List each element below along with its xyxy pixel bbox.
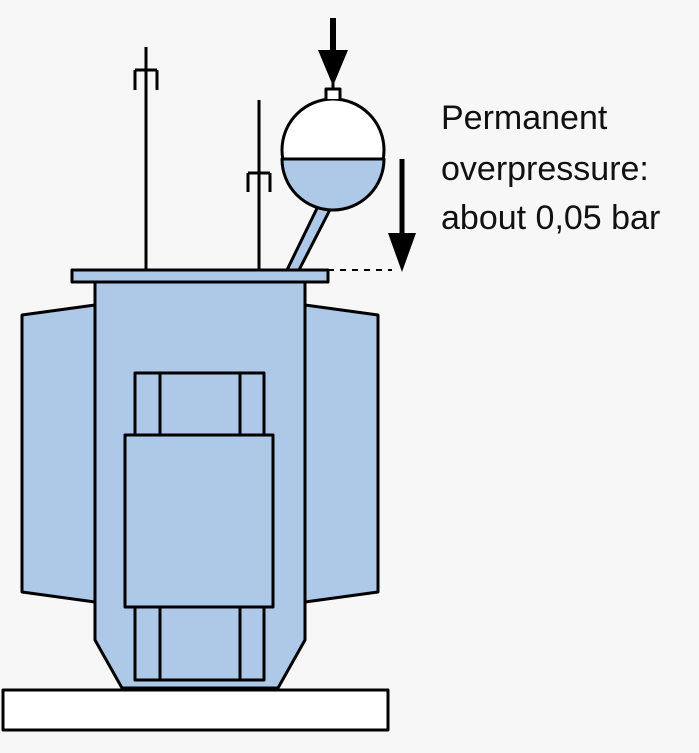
core-bottom-yoke bbox=[133, 605, 266, 682]
right-cooling-fin bbox=[303, 303, 380, 604]
core-top-yoke bbox=[133, 371, 266, 437]
vent-nipple bbox=[324, 87, 342, 99]
annotation-line-1: Permanent bbox=[441, 99, 608, 137]
annotation-line-3: about 0,05 bar bbox=[441, 199, 661, 237]
annotation-line-2: overpressure: bbox=[441, 150, 649, 188]
left-cooling-fin bbox=[20, 303, 97, 604]
conservator-oil bbox=[280, 157, 386, 212]
left-bushing bbox=[133, 47, 159, 270]
winding bbox=[123, 433, 275, 609]
base-plate bbox=[1, 688, 390, 732]
tank-cover bbox=[70, 268, 330, 284]
pressure-arrow-head bbox=[388, 233, 416, 272]
right-bushing bbox=[246, 100, 272, 270]
air-inlet-arrow-head bbox=[318, 50, 348, 86]
